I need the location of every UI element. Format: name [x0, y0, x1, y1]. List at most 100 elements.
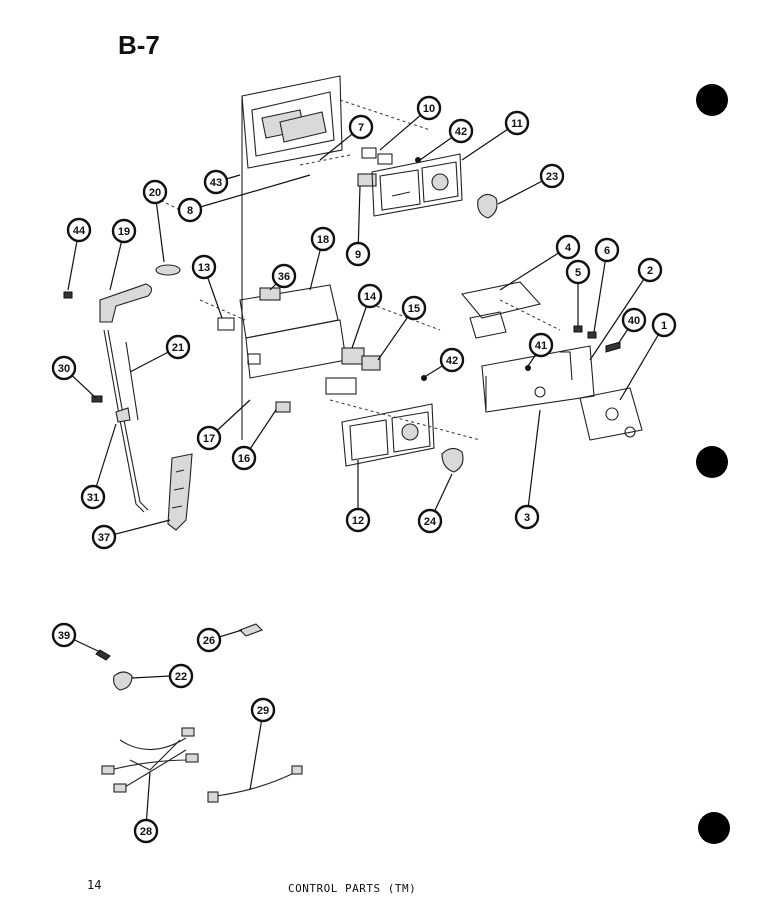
control-panel-plate [239, 75, 347, 440]
terminal-clip [217, 287, 291, 413]
svg-text:26: 26 [203, 635, 215, 647]
callout-11: 11 [504, 110, 530, 136]
svg-text:11: 11 [511, 118, 523, 130]
callout-29: 29 [250, 697, 276, 723]
callout-3: 3 [514, 504, 540, 530]
callout-12: 12 [345, 507, 371, 533]
callout-8: 8 [177, 197, 203, 223]
callout-40: 40 [621, 307, 647, 333]
svg-text:43: 43 [210, 177, 222, 189]
binder-hole-mark [698, 812, 730, 844]
svg-text:17: 17 [203, 433, 215, 445]
svg-text:36: 36 [278, 271, 290, 283]
callout-21: 21 [165, 334, 191, 360]
callout-6: 6 [594, 237, 620, 263]
svg-text:9: 9 [355, 249, 361, 261]
svg-text:28: 28 [140, 826, 152, 838]
handle-bracket [167, 453, 193, 531]
svg-text:3: 3 [524, 512, 530, 524]
callout-leaders [63, 107, 665, 828]
callout-42-upper: 42 [448, 118, 474, 144]
upper-switch-panel [371, 153, 463, 217]
callout-26: 26 [196, 627, 222, 653]
callout-22: 22 [168, 663, 194, 689]
svg-text:39: 39 [58, 630, 70, 642]
svg-text:21: 21 [172, 342, 184, 354]
callout-19: 19 [111, 218, 137, 244]
lower-switch-panel [341, 403, 435, 467]
switch-block [325, 347, 427, 395]
svg-text:42: 42 [446, 355, 458, 367]
wire-lead [207, 765, 303, 803]
callout-41: 41 [528, 332, 554, 358]
knob-lower [441, 447, 464, 473]
svg-text:20: 20 [149, 187, 161, 199]
callout-31: 31 [80, 484, 106, 510]
svg-text:16: 16 [238, 453, 250, 465]
lever-assembly [63, 264, 181, 323]
binder-hole-mark [696, 84, 728, 116]
callout-44: 44 [66, 217, 92, 243]
svg-text:42: 42 [455, 126, 467, 138]
callout-17: 17 [196, 425, 222, 451]
svg-text:23: 23 [546, 171, 558, 183]
callout-39: 39 [51, 622, 77, 648]
callout-5: 5 [565, 259, 591, 285]
callout-24: 24 [417, 508, 443, 534]
callout-20: 20 [142, 179, 168, 205]
callout-23: 23 [539, 163, 565, 189]
svg-text:4: 4 [565, 242, 572, 254]
callout-2: 2 [637, 257, 663, 283]
svg-text:2: 2 [647, 265, 653, 277]
callout-30: 30 [51, 355, 77, 381]
callout-9: 9 [345, 241, 371, 267]
svg-text:10: 10 [423, 103, 435, 115]
wiring-harness [101, 727, 199, 793]
svg-text:44: 44 [73, 225, 86, 237]
callout-16: 16 [231, 445, 257, 471]
page-number: 14 [87, 878, 102, 892]
actuator-rod [91, 329, 149, 513]
svg-text:37: 37 [98, 532, 110, 544]
svg-text:18: 18 [317, 234, 329, 246]
svg-text:12: 12 [352, 515, 364, 527]
svg-text:40: 40 [628, 315, 640, 327]
svg-text:7: 7 [358, 122, 364, 134]
callout-18: 18 [310, 226, 336, 252]
svg-text:8: 8 [187, 205, 193, 217]
binder-hole-mark [696, 446, 728, 478]
callout-7: 7 [348, 114, 374, 140]
svg-text:31: 31 [87, 492, 99, 504]
screw-set [525, 325, 621, 371]
upper-switch-cluster [357, 147, 421, 187]
svg-text:29: 29 [257, 705, 269, 717]
page-caption: CONTROL PARTS (TM) [288, 882, 417, 895]
svg-text:22: 22 [175, 671, 187, 683]
callout-13: 13 [191, 254, 217, 280]
callout-37: 37 [91, 524, 117, 550]
callout-36: 36 [271, 263, 297, 289]
svg-text:14: 14 [364, 291, 377, 303]
page-title: B-7 [118, 30, 160, 60]
loose-parts [95, 623, 263, 691]
svg-text:30: 30 [58, 363, 70, 375]
bracket-assembly [460, 281, 643, 441]
callout-1: 1 [651, 312, 677, 338]
callout-4: 4 [555, 234, 581, 260]
svg-text:13: 13 [198, 262, 210, 274]
callout-28: 28 [133, 818, 159, 844]
svg-text:6: 6 [604, 245, 610, 257]
callout-10: 10 [416, 95, 442, 121]
svg-text:19: 19 [118, 226, 130, 238]
svg-text:15: 15 [408, 303, 420, 315]
svg-text:5: 5 [575, 267, 581, 279]
callout-42-lower: 42 [439, 347, 465, 373]
callout-15: 15 [401, 295, 427, 321]
svg-text:1: 1 [661, 320, 667, 332]
svg-text:24: 24 [424, 516, 437, 528]
callout-43: 43 [203, 169, 229, 195]
knob-upper [477, 193, 498, 219]
callout-14: 14 [357, 283, 383, 309]
svg-text:41: 41 [535, 340, 547, 352]
